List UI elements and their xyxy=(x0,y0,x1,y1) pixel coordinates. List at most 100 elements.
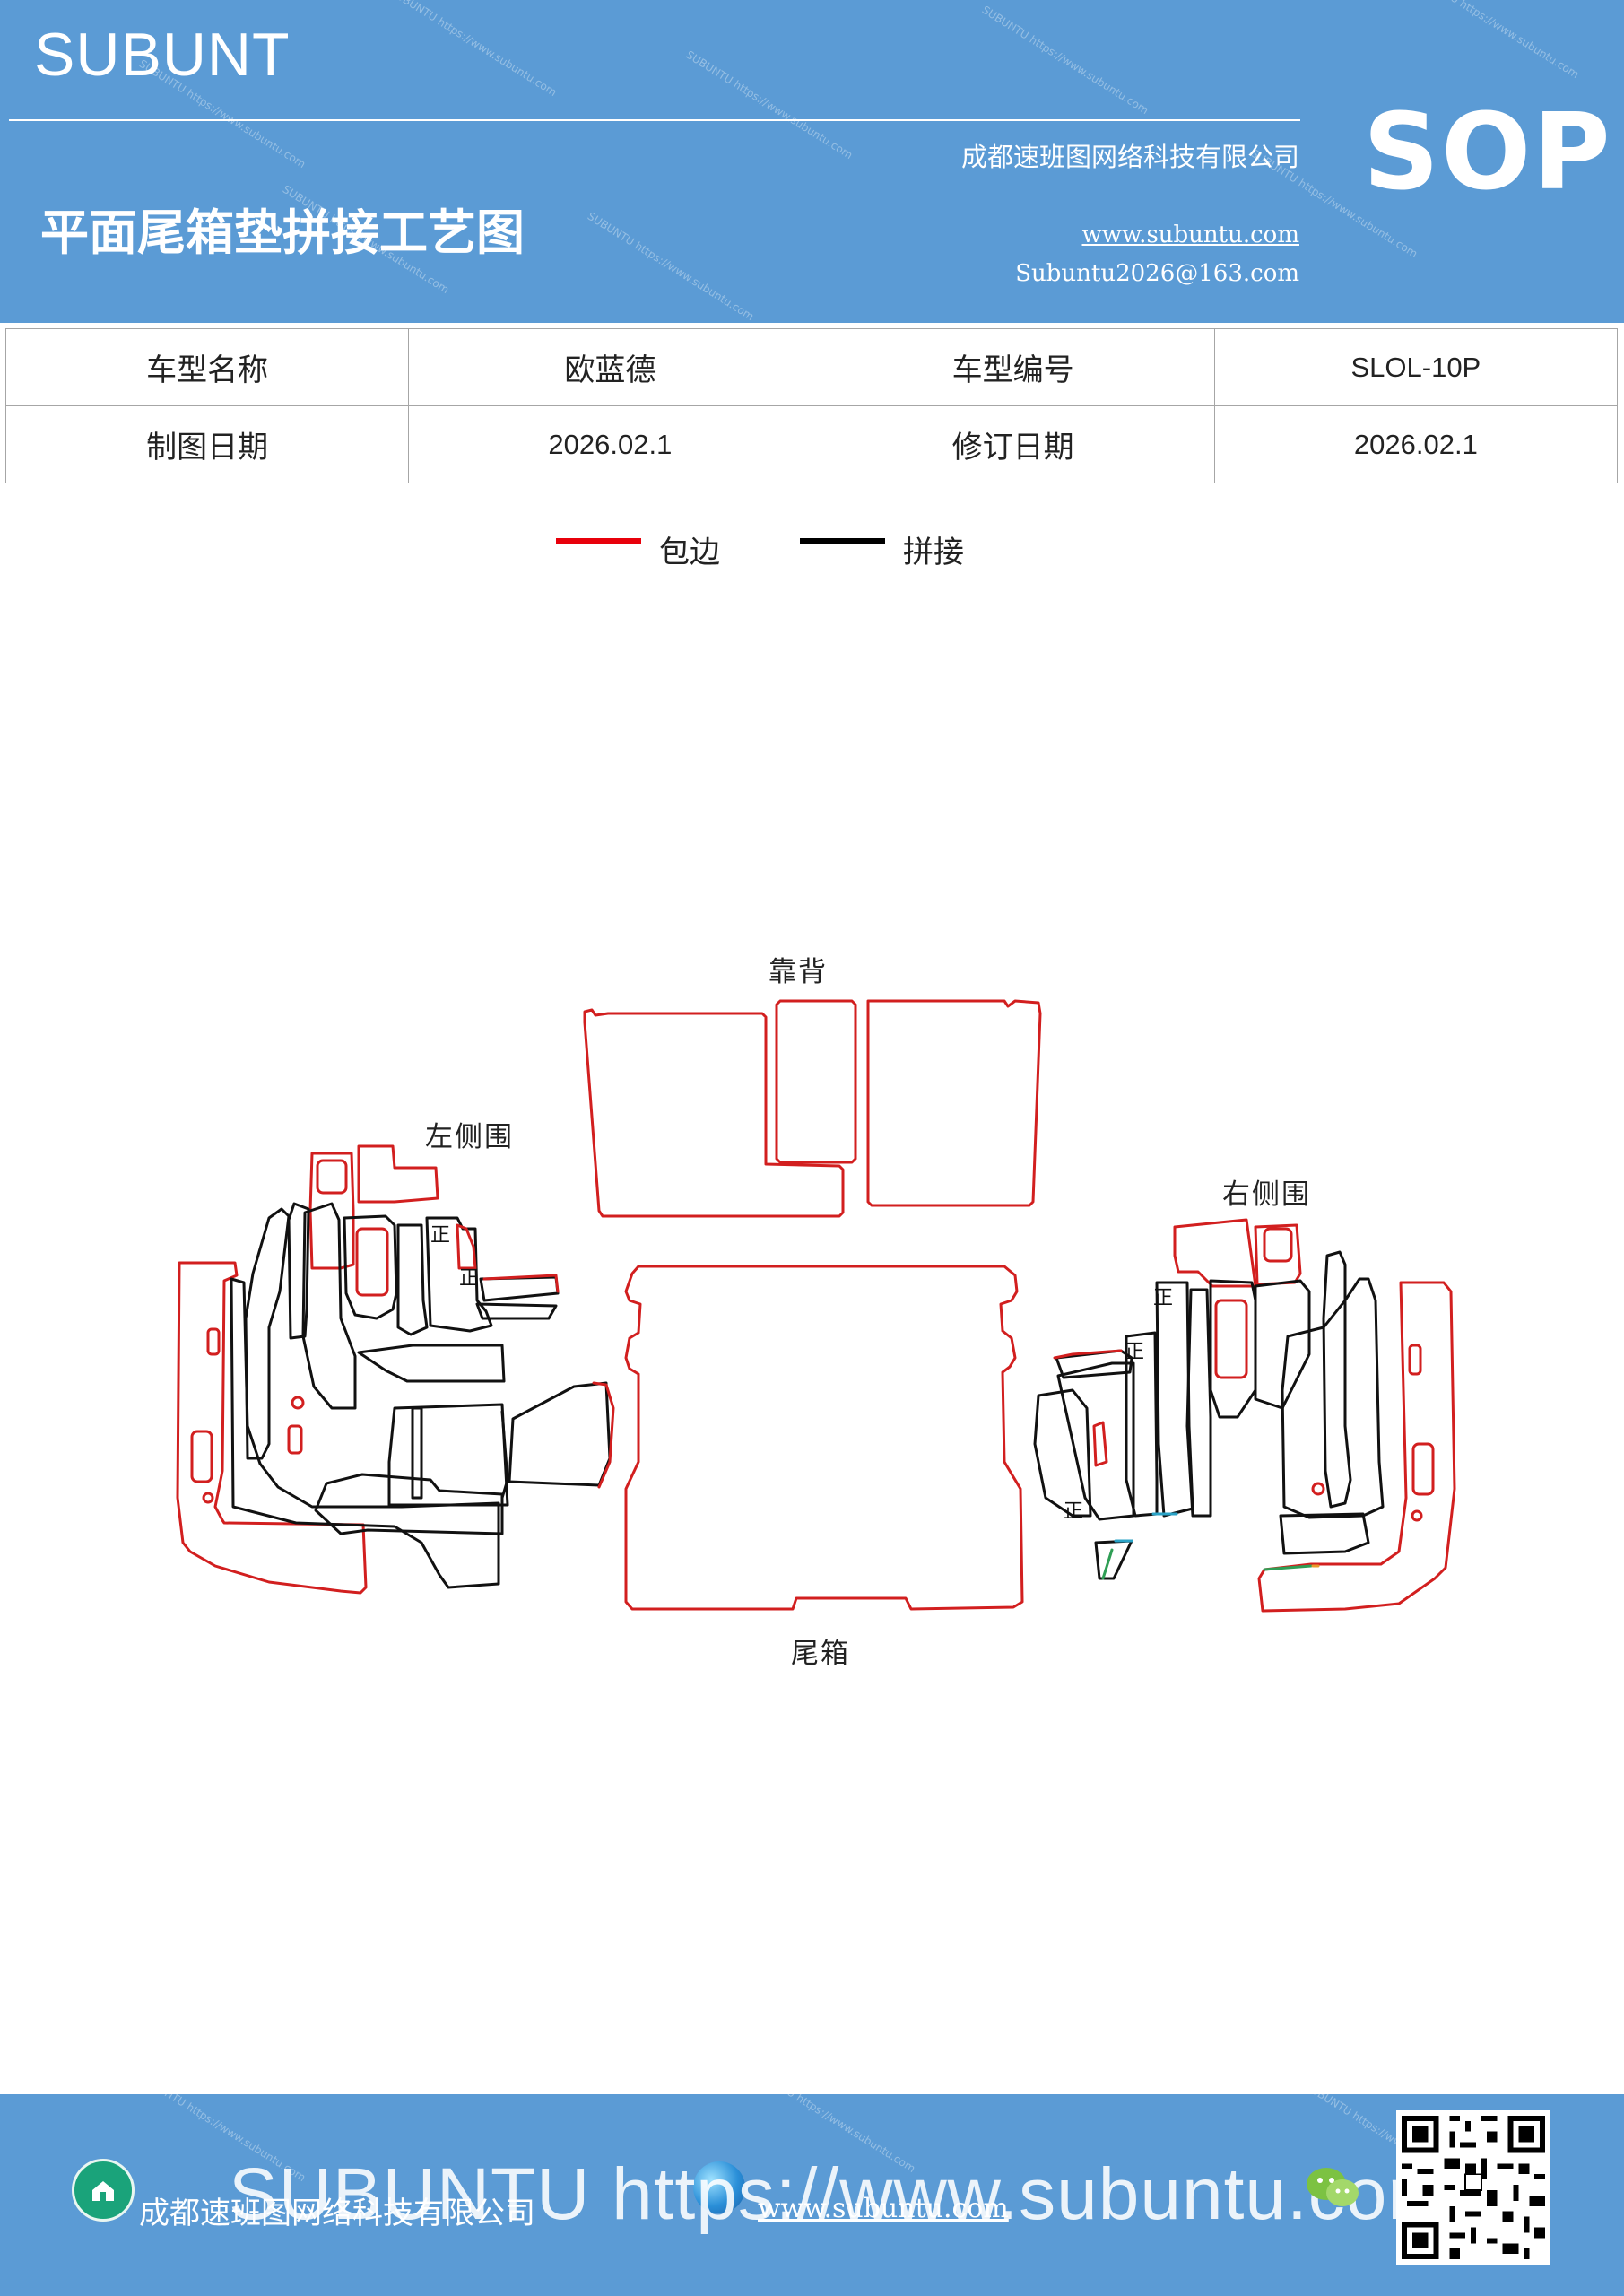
left-panel-c xyxy=(396,1223,429,1336)
cutting-diagram: 靠背 左侧围 右侧围 尾箱 xyxy=(0,924,1624,1695)
draw-date-label: 制图日期 xyxy=(4,405,410,483)
right-side-label: 右侧围 xyxy=(1222,1178,1311,1211)
model-name-value: 欧蓝德 xyxy=(408,328,812,406)
left-hole-2 xyxy=(202,1492,214,1504)
model-code-label: 车型编号 xyxy=(811,328,1215,406)
table-row: 车型名称 欧蓝德 车型编号 SLOL-10P xyxy=(4,328,1619,406)
orientation-marker: 正 xyxy=(1064,1500,1083,1523)
left-window-slot xyxy=(316,1159,348,1195)
right-small-red xyxy=(1092,1421,1108,1467)
right-window-slot xyxy=(1263,1227,1293,1263)
right-panel-c xyxy=(1185,1288,1212,1518)
right-accent-blue xyxy=(1114,1512,1178,1543)
page-header: SUBUNTU https://www.subuntu.com SUBUNTU … xyxy=(0,0,1624,323)
left-side-pieces: 正 正 xyxy=(176,1144,615,1595)
backrest-left-panel xyxy=(583,1008,845,1218)
left-panel-e xyxy=(357,1344,506,1383)
left-panel-j xyxy=(314,1473,504,1535)
right-panel-b-slot xyxy=(1214,1299,1248,1379)
right-panel-d xyxy=(1155,1281,1194,1518)
left-panel-i xyxy=(508,1381,612,1487)
draw-date-value: 2026.02.1 xyxy=(408,405,812,483)
trunk-floor-panel xyxy=(624,1265,1024,1611)
right-accent-green xyxy=(1101,1548,1313,1580)
left-pillar-seam xyxy=(244,1207,291,1460)
left-panel-b xyxy=(343,1214,398,1320)
wechat-icon xyxy=(1307,2168,1359,2206)
legend: 包边 拼接 xyxy=(556,527,1022,572)
company-name: 成都速班图网络科技有限公司 xyxy=(960,142,1299,172)
watermark-text: SUBUNTU https://www.subuntu.com xyxy=(585,209,757,323)
orientation-marker: 正 xyxy=(1125,1341,1144,1363)
company-home-icon xyxy=(72,2159,135,2222)
right-outer-trim xyxy=(1257,1281,1456,1613)
left-panel-d xyxy=(425,1216,493,1333)
header-divider xyxy=(9,119,1300,121)
mat-pieces-svg: 正 正 xyxy=(176,999,1456,1613)
left-hole-1 xyxy=(291,1396,305,1410)
footer-watermark-banner: SUBUNTU https://www.subuntu.com xyxy=(229,2153,1450,2235)
right-hole-1 xyxy=(1311,1482,1325,1496)
footer-company-name: 成都速班图网络科技有限公司 xyxy=(139,2196,535,2231)
left-panel-i-red xyxy=(592,1381,615,1489)
orientation-marker: 正 xyxy=(1153,1287,1173,1309)
left-bumper-red xyxy=(456,1223,477,1270)
model-code-value: SLOL-10P xyxy=(1213,328,1619,406)
right-panel-f xyxy=(1056,1361,1135,1521)
revision-date-label: 修订日期 xyxy=(811,405,1215,483)
right-slot-1 xyxy=(1408,1344,1422,1376)
right-top-bracket xyxy=(1173,1218,1257,1288)
left-lower-seam-b xyxy=(475,1302,558,1320)
watermark-text: SUBUNTU https://www.subuntu.com xyxy=(1410,0,1582,82)
right-panel-i xyxy=(1279,1512,1370,1555)
right-side-pieces: 正 正 正 xyxy=(1033,1218,1456,1613)
left-outer-inner-seam xyxy=(230,1277,500,1589)
page-title: 平面尾箱垫拼接工艺图 xyxy=(40,204,525,261)
watermark-text: SUBUNTU https://www.subuntu.com xyxy=(979,3,1151,117)
left-panel-b-slot xyxy=(355,1227,389,1297)
page-footer: SUBUNTU https://www.subuntu.com SUBUNTU … xyxy=(0,2094,1624,2296)
left-panel-a xyxy=(301,1202,357,1410)
vehicle-info-table: 车型名称 欧蓝德 车型编号 SLOL-10P 制图日期 2026.02.1 修订… xyxy=(4,328,1619,483)
left-lower-seam-a xyxy=(479,1275,560,1302)
right-panel-g xyxy=(1033,1388,1092,1518)
backrest-pieces xyxy=(583,999,1042,1218)
sop-badge: SOP xyxy=(1363,90,1612,213)
revision-date-value: 2026.02.1 xyxy=(1213,405,1619,483)
legend-seam-label: 拼接 xyxy=(903,535,964,570)
orientation-marker: 正 xyxy=(430,1224,450,1247)
footer-website-link[interactable]: www.subuntu.com xyxy=(758,2193,1009,2224)
legend-seam-swatch xyxy=(800,538,885,544)
watermark-text: SUBUNTU https://www.subuntu.com xyxy=(387,0,560,100)
left-long-strip xyxy=(287,1202,310,1340)
left-slot-1 xyxy=(206,1327,221,1356)
backrest-right-panel xyxy=(866,999,1042,1207)
model-name-label: 车型名称 xyxy=(4,328,410,406)
left-window-frame xyxy=(308,1152,355,1270)
left-panel-h xyxy=(500,1410,509,1500)
website-link[interactable]: www.subuntu.com xyxy=(1081,222,1300,248)
legend-edge-label: 包边 xyxy=(659,535,720,570)
globe-icon xyxy=(693,2161,745,2213)
contact-email[interactable]: Subuntu2026@163.com xyxy=(1015,260,1299,287)
left-top-bracket xyxy=(357,1144,439,1204)
left-slot-2 xyxy=(190,1430,213,1483)
left-slot-3 xyxy=(287,1424,303,1455)
right-panel-h-red xyxy=(1053,1349,1123,1360)
brand-logo-text: SUBUNT xyxy=(34,21,291,89)
table-row: 制图日期 2026.02.1 修订日期 2026.02.1 xyxy=(4,405,1619,483)
trunk-label: 尾箱 xyxy=(791,1638,850,1670)
left-lower-red-strip xyxy=(482,1274,560,1293)
right-panel-b xyxy=(1209,1279,1257,1419)
left-panel-f xyxy=(387,1403,509,1507)
backrest-label: 靠背 xyxy=(769,956,828,988)
legend-edge-swatch xyxy=(556,538,641,544)
left-outer-trim xyxy=(176,1261,368,1595)
left-side-label: 左侧围 xyxy=(425,1121,514,1153)
left-panel-g xyxy=(411,1406,423,1500)
backrest-middle-panel xyxy=(775,999,857,1164)
orientation-marker: 正 xyxy=(459,1267,479,1290)
right-small-black xyxy=(1094,1539,1133,1580)
right-slot-2 xyxy=(1411,1442,1435,1496)
qr-code xyxy=(1396,2110,1550,2265)
